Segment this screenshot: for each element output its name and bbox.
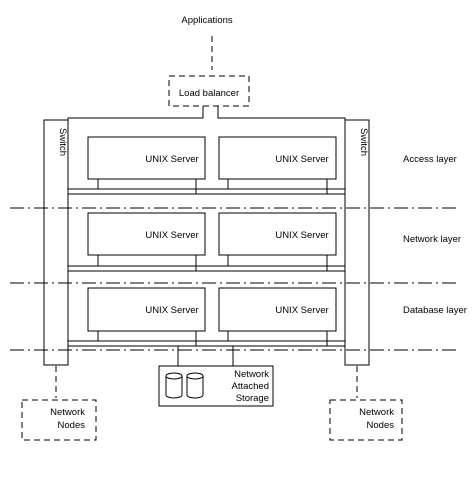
network-server-right-label: UNIX Server xyxy=(275,230,328,241)
left-switch-label: Switch xyxy=(57,128,68,156)
database-server-right-label: UNIX Server xyxy=(275,305,328,316)
right-network-nodes-line1: Network xyxy=(359,407,394,418)
load-balancer-label: Load balancer xyxy=(179,88,239,99)
nas-box xyxy=(158,365,274,407)
access-server-left-label: UNIX Server xyxy=(145,154,198,165)
lb-to-left-switch xyxy=(67,106,204,122)
database-server-left xyxy=(87,287,206,332)
access-server-right xyxy=(218,136,337,180)
right-switch-label: Switch xyxy=(358,128,369,156)
database-server-right xyxy=(218,287,337,332)
right-network-nodes-box xyxy=(329,399,403,441)
network-layer-label: Network layer xyxy=(403,234,461,245)
network-server-right xyxy=(218,212,337,256)
load-balancer-box xyxy=(168,75,250,107)
nas-label-line2: Attached xyxy=(232,381,270,392)
applications-label: Applications xyxy=(181,15,232,26)
bus-lines xyxy=(68,188,345,347)
server-bus-links xyxy=(97,179,328,346)
nas-label-line1: Network xyxy=(234,369,269,380)
storage-disk-icon xyxy=(186,372,204,399)
network-server-left-label: UNIX Server xyxy=(145,230,198,241)
database-server-left-label: UNIX Server xyxy=(145,305,198,316)
left-network-nodes-line2: Nodes xyxy=(58,420,86,431)
left-network-nodes-line1: Network xyxy=(50,407,85,418)
access-layer-label: Access layer xyxy=(403,154,457,165)
database-layer-label: Database layer xyxy=(403,305,467,316)
lb-to-right-switch xyxy=(217,106,346,122)
left-network-nodes-box xyxy=(21,399,97,441)
left-switch xyxy=(43,119,69,366)
access-server-right-label: UNIX Server xyxy=(275,154,328,165)
access-server-left xyxy=(87,136,206,180)
nas-links xyxy=(177,346,234,366)
network-server-left xyxy=(87,212,206,256)
right-network-nodes-line2: Nodes xyxy=(367,420,395,431)
right-switch xyxy=(344,119,370,366)
nas-label-line3: Storage xyxy=(236,393,269,404)
storage-disk-icon xyxy=(165,372,183,399)
